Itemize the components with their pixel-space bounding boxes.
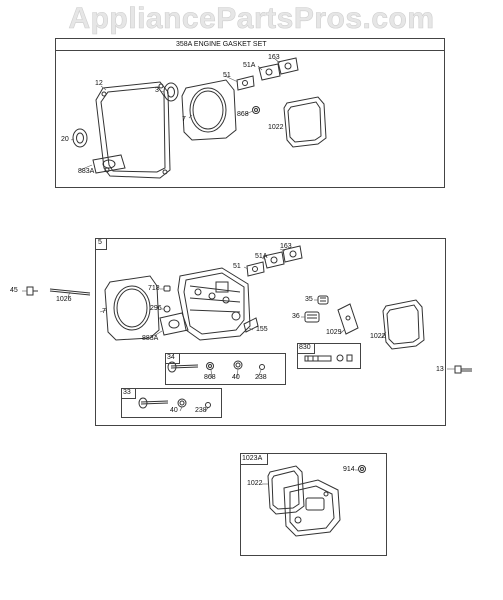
stud-icon	[49, 288, 91, 296]
label-35: 35	[305, 296, 313, 303]
valve-kit-33-box	[121, 388, 222, 418]
valve-kit-33-title: 33	[123, 389, 131, 396]
label-163-b: 163	[280, 243, 292, 250]
label-296: 296	[150, 305, 162, 312]
label-13: 13	[436, 366, 444, 373]
valve-kit-34-title-box	[165, 353, 180, 364]
valve-cover-box	[240, 453, 387, 556]
cylinder-head-title-box	[95, 238, 107, 250]
kit-830-box	[297, 343, 361, 369]
label-868: 868	[237, 111, 249, 118]
screw-icon	[454, 365, 472, 374]
head-bolt-icon	[26, 286, 38, 296]
site-watermark: AppliancePartsPros.com	[68, 2, 435, 36]
label-7-b: 7	[102, 308, 106, 315]
label-3: 3	[155, 87, 159, 94]
valve-kit-34-title: 34	[167, 354, 175, 361]
label-718: 718	[148, 285, 160, 292]
kit-830-title: 830	[299, 344, 311, 351]
gasket-set-title: 358A ENGINE GASKET SET	[176, 41, 267, 48]
label-40-b: 40	[170, 407, 178, 414]
valve-kit-33-title-box	[121, 388, 136, 399]
cylinder-head-box	[95, 238, 446, 426]
label-51a: 51A	[243, 62, 256, 69]
gasket-set-title-bar	[55, 38, 445, 51]
label-36: 36	[292, 313, 300, 320]
valve-kit-34-box	[165, 353, 286, 385]
label-883a-b: 883A	[142, 335, 159, 342]
label-45: 45	[10, 287, 18, 294]
label-40: 40	[232, 374, 240, 381]
label-51: 51	[223, 72, 231, 79]
label-20: 20	[61, 136, 69, 143]
label-238-b: 238	[195, 407, 207, 414]
label-7: 7	[182, 116, 186, 123]
label-868-b: 868	[204, 374, 216, 381]
label-1026: 1026	[56, 296, 72, 303]
label-51-b: 51	[233, 263, 241, 270]
label-238: 238	[255, 374, 267, 381]
label-1029: 1029	[326, 329, 342, 336]
kit-830-title-box	[297, 343, 315, 354]
valve-cover-title-box	[240, 453, 268, 465]
label-1022-b: 1022	[370, 333, 386, 340]
valve-cover-title: 1023A	[242, 455, 263, 462]
gasket-set-box	[55, 38, 445, 188]
label-1022-c: 1022	[247, 480, 263, 487]
label-51a-b: 51A	[255, 253, 268, 260]
label-1022: 1022	[268, 124, 284, 131]
label-155: 155	[256, 326, 268, 333]
label-163: 163	[268, 54, 280, 61]
label-12: 12	[95, 80, 103, 87]
cylinder-head-title: 5	[98, 239, 102, 246]
label-914: 914	[343, 466, 355, 473]
label-883a: 883A	[78, 168, 95, 175]
